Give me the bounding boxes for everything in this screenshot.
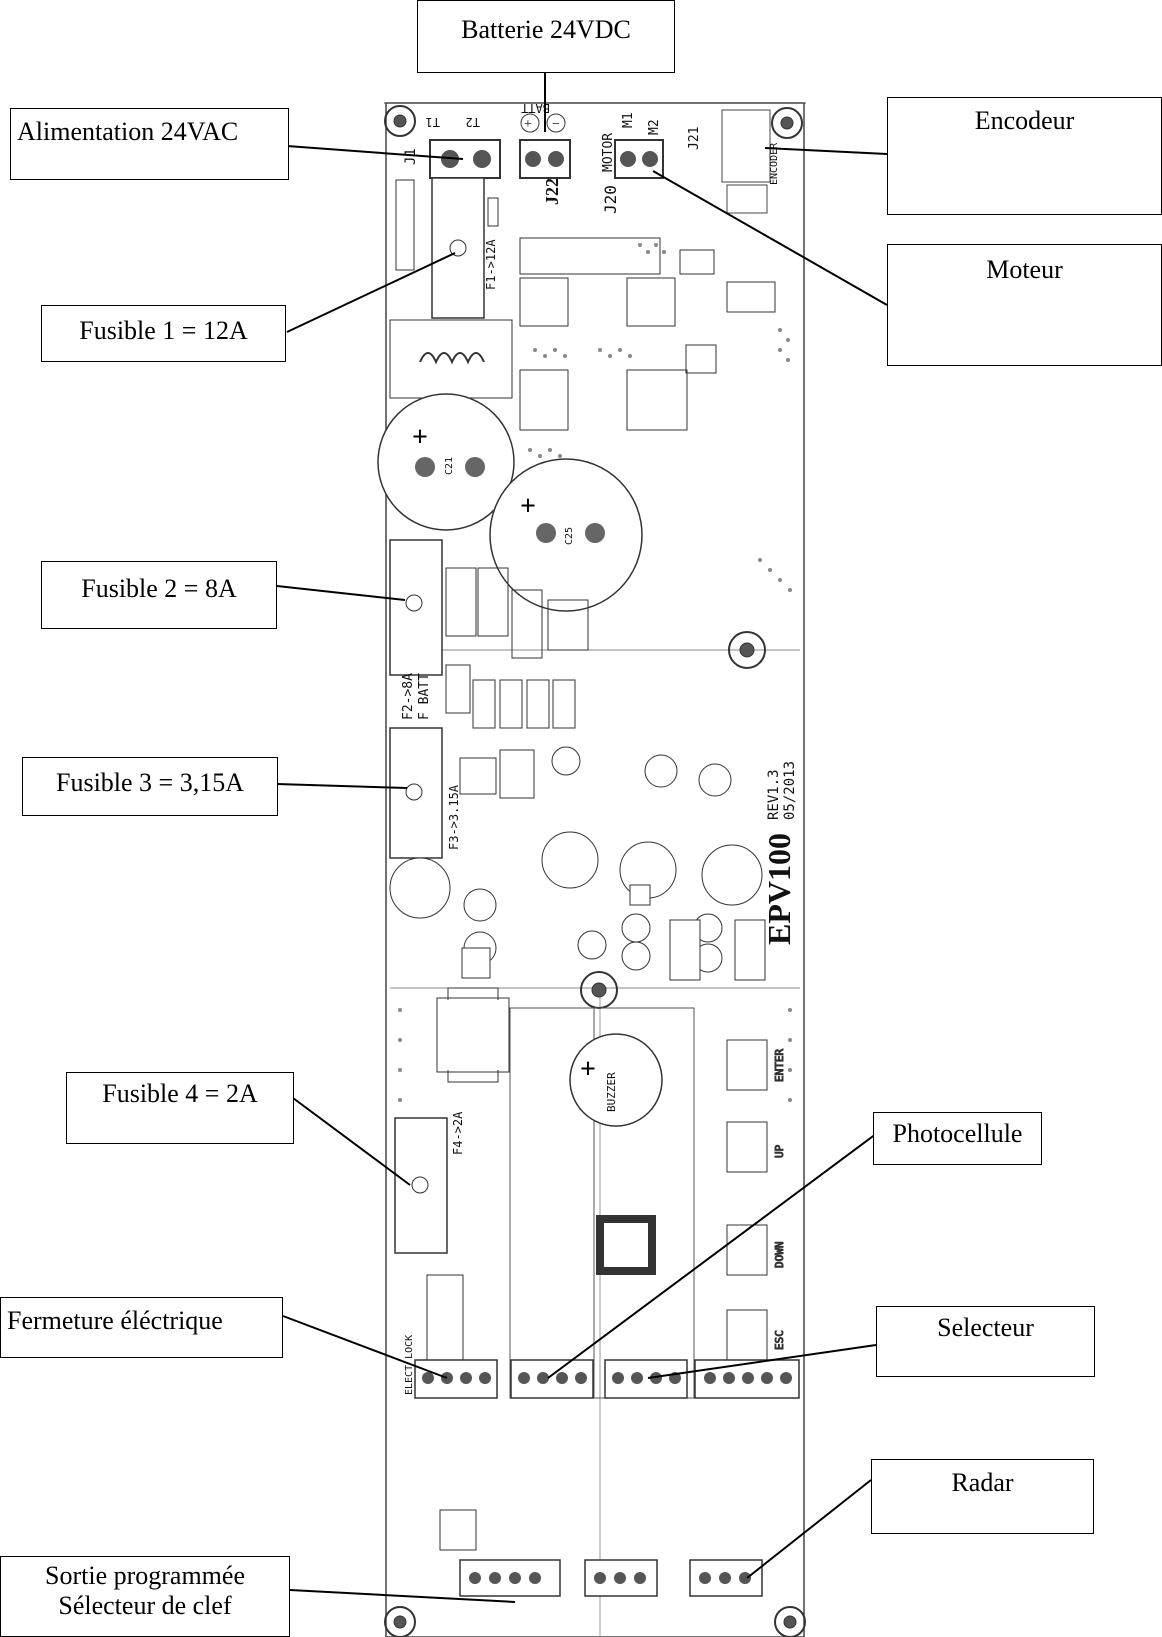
fuse-f3: F3->3.15A [389,727,461,859]
mounting-holes [384,105,806,1637]
callout-fermeture: Fermeture éléctrique [0,1297,283,1358]
callout-sortie-line2: Sélecteur de clef [58,1591,232,1620]
callout-batterie-text: Batterie 24VDC [461,15,631,44]
svg-text:ENTER: ENTER [773,1049,786,1082]
svg-text:+: + [580,1054,596,1085]
svg-text:DOWN: DOWN [773,1242,786,1269]
callout-encodeur: Encodeur [887,97,1162,215]
svg-text:C21: C21 [444,457,455,475]
callout-photocellule: Photocellule [873,1112,1042,1165]
callout-fusible4-text: Fusible 4 = 2A [102,1079,258,1108]
svg-text:M1: M1 [621,112,636,128]
callout-fusible1-text: Fusible 1 = 12A [79,316,248,345]
svg-text:05/2013: 05/2013 [782,761,798,820]
callout-moteur: Moteur [887,244,1162,366]
svg-text:T1: T1 [426,115,440,129]
callout-fusible2: Fusible 2 = 8A [41,561,277,629]
callout-radar-text: Radar [951,1468,1014,1497]
capacitor-c25: + C25 [489,458,643,612]
terminal-block-row1: ELECT LOCK [404,1335,800,1399]
callout-batterie: Batterie 24VDC [417,0,675,73]
buzzer: + BUZZER [569,1033,663,1127]
svg-text:UP: UP [773,1144,786,1158]
j22-label: J22 [542,178,562,205]
callout-moteur-text: Moteur [986,255,1063,284]
callout-selecteur: Selecteur [876,1306,1095,1377]
j20-label: J20 [601,185,620,214]
leader-lines [276,72,889,1603]
callout-radar: Radar [871,1459,1094,1534]
callout-fusible4: Fusible 4 = 2A [66,1072,294,1144]
via-dots [398,243,792,1102]
svg-text:BATT: BATT [521,101,550,115]
svg-text:F1->12A: F1->12A [484,239,498,290]
connector-j22: + − BATT J22 [519,101,571,205]
fuse-f2: F2->8A F BATT [389,539,589,729]
svg-text:F2->8A: F2->8A [401,673,416,720]
svg-text:MOTOR: MOTOR [601,133,616,172]
microcontroller [596,1215,656,1275]
callout-encodeur-text: Encodeur [974,106,1075,135]
j1-label: J1 [403,148,419,165]
callout-sortie-line1: Sortie programmée [45,1561,245,1590]
mid-capacitors [389,746,766,981]
svg-text:T2: T2 [466,115,480,129]
keypad-buttons: ENTER UP DOWN ESC [726,1039,787,1361]
capacitor-c21: + C21 [377,393,515,531]
svg-text:REV1.3: REV1.3 [766,769,782,820]
callout-photocellule-text: Photocellule [892,1119,1023,1148]
board-model: EPV100 [761,833,797,945]
transformer-l2 [436,987,510,1083]
svg-text:F3->3.15A: F3->3.15A [447,784,461,850]
connector-j21: J21 ENCODER [687,109,780,214]
terminal-block-row2 [439,1509,763,1597]
callout-alimentation-text: Alimentation 24VAC [17,117,239,146]
svg-text:F4->2A: F4->2A [451,1111,465,1155]
svg-text:C25: C25 [564,527,575,545]
board-marking: EPV100 REV1.3 05/2013 [761,761,798,945]
svg-text:+: + [524,117,532,132]
svg-text:M2: M2 [647,119,662,135]
callout-fermeture-text: Fermeture éléctrique [7,1306,223,1335]
svg-text:BUZZER: BUZZER [605,1072,618,1112]
svg-text:ESC: ESC [773,1330,786,1350]
callout-fusible2-text: Fusible 2 = 8A [81,574,237,603]
callout-fusible3-text: Fusible 3 = 3,15A [55,768,244,797]
inductor-l1 [389,237,776,431]
svg-text:J21: J21 [687,127,702,150]
fuse-f4: F4->2A [394,1111,465,1376]
callout-sortie: Sortie programmée Sélecteur de clef [0,1556,290,1637]
callout-selecteur-text: Selecteur [937,1313,1034,1342]
fuse-f1: F1->12A [395,177,499,319]
svg-text:+: + [412,422,428,453]
callout-alimentation: Alimentation 24VAC [10,108,289,180]
svg-text:F BATT: F BATT [417,673,432,720]
svg-text:+: + [520,491,536,522]
callout-fusible3: Fusible 3 = 3,15A [22,757,278,816]
svg-text:−: − [552,117,560,132]
svg-text:ENCODER: ENCODER [769,142,780,185]
callout-fusible1: Fusible 1 = 12A [41,305,286,362]
